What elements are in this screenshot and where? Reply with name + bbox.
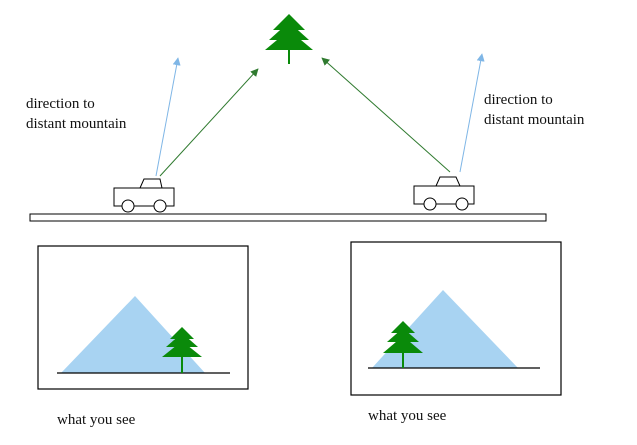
view-frame-left: [37, 245, 249, 390]
mountain-direction-label-right: direction to distant mountain: [484, 90, 584, 130]
label-right-line2: distant mountain: [484, 112, 585, 128]
distant-tree-icon: [265, 14, 313, 64]
road: [29, 213, 547, 222]
tree-in-view-right-icon: [383, 321, 423, 368]
mountain-direction-right-arrow: [459, 53, 485, 173]
caption-left: what you see: [57, 412, 136, 428]
tree-in-view-left-icon: [162, 327, 202, 373]
caption-right: what you see: [368, 408, 447, 424]
mountain-direction-label-left: direction to distant mountain: [26, 94, 126, 134]
truck-right-icon: [413, 176, 475, 211]
label-right-line1: direction to: [484, 92, 553, 108]
view-frame-right: [350, 241, 562, 396]
label-left-line2: distant mountain: [26, 116, 127, 132]
truck-left-icon: [113, 178, 175, 213]
mountain-direction-left-arrow: [155, 57, 181, 177]
label-left-line1: direction to: [26, 96, 95, 112]
sight-line-left-to-tree: [159, 68, 259, 177]
sight-line-right-to-tree: [321, 57, 451, 173]
